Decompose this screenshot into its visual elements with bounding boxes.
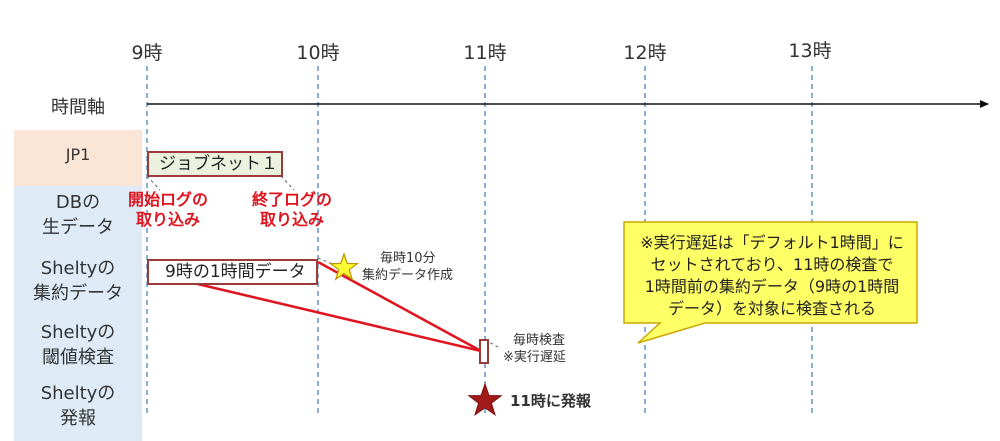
row-label-db-raw-data: DBの 生データ	[42, 192, 114, 238]
callout-text: ※実行遅延は「デフォルト1時間」に セットされており、11時の検査で 1時間前の…	[640, 233, 904, 318]
row-bg-shelty	[14, 186, 142, 441]
check-note: 毎時検査 ※実行遅延	[503, 333, 566, 365]
red-line-start-to-check	[146, 270, 482, 353]
jobnet-box: ジョブネット１	[147, 151, 283, 177]
alert-star-icon	[467, 382, 503, 417]
row-label-jp1: JP1	[65, 145, 91, 164]
hour-label-13: 13時	[788, 40, 832, 62]
row-label-shelty-aggregate: Sheltyの 集約データ	[33, 258, 123, 304]
threshold-check-marker	[479, 339, 489, 364]
row-label-shelty-threshold: Sheltyの 閾値検査	[40, 322, 116, 368]
end-log-connector	[280, 175, 295, 191]
aggregate-star-connector	[317, 257, 343, 269]
red-line-end-to-check	[317, 260, 482, 353]
jobnet-label: ジョブネット１	[159, 154, 278, 174]
hour-label-9: 9時	[131, 42, 163, 64]
start-log-label: 開始ログの 取り込み	[127, 190, 208, 229]
hour-label-12: 12時	[623, 42, 667, 64]
row-label-shelty-alert: Sheltyの 発報	[40, 383, 116, 429]
alert-label: 11時に発報	[510, 392, 591, 410]
row-label-time-axis: 時間軸	[51, 97, 105, 118]
aggregate-box-label: 9時の1時間データ	[165, 262, 306, 282]
start-log-connector	[146, 175, 161, 191]
hour-label-11: 11時	[463, 42, 507, 64]
end-log-label: 終了ログの 取り込み	[251, 190, 332, 229]
row-bg-jp1	[14, 130, 142, 186]
aggregate-star-icon	[328, 252, 360, 281]
aggregate-note: 毎時10分 集約データ作成	[362, 251, 454, 283]
hour-label-10: 10時	[296, 42, 340, 64]
aggregate-data-box: 9時の1時間データ	[147, 259, 318, 285]
callout-shape	[623, 221, 918, 344]
